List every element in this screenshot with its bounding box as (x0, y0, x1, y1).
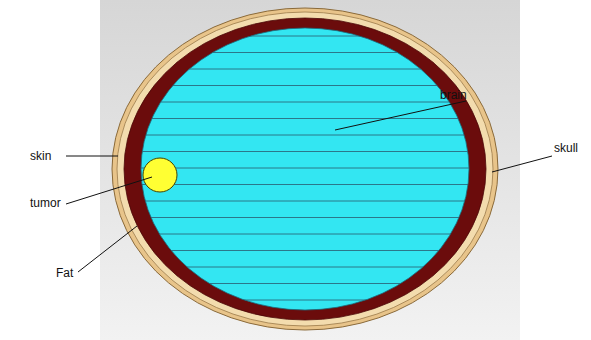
mesh-lines (130, 36, 480, 300)
mesh-line (130, 184, 480, 185)
mesh-line (130, 151, 480, 152)
part-label: Fat (56, 266, 73, 280)
mesh-line (130, 250, 480, 251)
part-label: brain (440, 88, 467, 102)
background-panel (100, 0, 520, 340)
part-label: skin (30, 149, 51, 163)
leader-line (66, 177, 152, 204)
mesh-line (130, 135, 480, 136)
mesh-line (130, 85, 480, 86)
tumor-sphere (143, 158, 177, 192)
mesh-line (130, 168, 480, 169)
mesh-line (130, 201, 480, 202)
part-label: skull (554, 141, 578, 155)
skin-layer (112, 8, 498, 330)
mesh-line (130, 234, 480, 235)
leader-lines (66, 101, 552, 272)
mesh-line (130, 283, 480, 284)
fat-layer (117, 12, 493, 326)
mesh-line (130, 267, 480, 268)
mesh-line (130, 102, 480, 103)
mesh-line (130, 69, 480, 70)
leader-line (66, 156, 118, 157)
skull-layer (124, 18, 486, 320)
mesh-line (130, 217, 480, 218)
leader-line (78, 226, 137, 272)
mesh-line (130, 300, 480, 301)
mesh-line (130, 52, 480, 53)
mesh-line (130, 36, 480, 37)
part-label: tumor (30, 196, 61, 210)
leader-line (492, 156, 552, 172)
brain-region (141, 28, 469, 310)
leader-line (335, 101, 466, 130)
mesh-line (130, 118, 480, 119)
